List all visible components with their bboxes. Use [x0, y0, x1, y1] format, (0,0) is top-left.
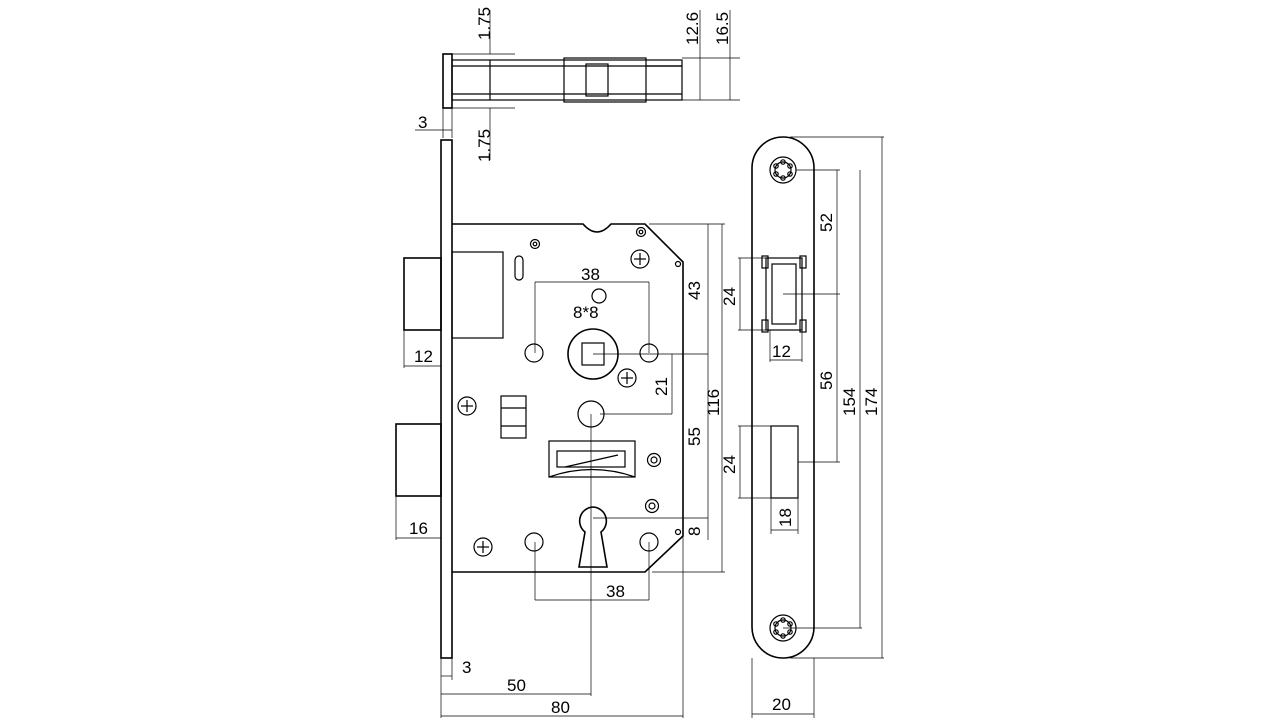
strike-plate-view: [738, 136, 884, 718]
dim-strike-174: 174: [862, 388, 881, 416]
screw-icon: [457, 396, 477, 416]
deadbolt-mechanism: [548, 440, 636, 478]
dim-strike-154: 154: [840, 388, 859, 416]
dim-offset-21: 21: [652, 377, 671, 396]
deadbolt: [395, 423, 442, 497]
dim-spindle-square: 8*8: [573, 303, 599, 322]
slot: [514, 255, 524, 281]
strike-plate: [751, 136, 815, 659]
latch-body: [451, 251, 504, 339]
dim-top-b: 1.75: [475, 129, 494, 162]
latch: [403, 257, 442, 331]
dimension-labels: 1.75 1.75 3 12.6 16.5 12 16 38 8*8 38 43…: [409, 7, 881, 717]
dim-backset: 50: [507, 676, 526, 695]
dim-small-8: 8: [685, 527, 704, 536]
dim-top-d: 12.6: [683, 12, 702, 45]
top-view-bolt-block: [563, 57, 647, 103]
dim-faceplate-thickness: 3: [462, 658, 471, 677]
dim-strike-12: 12: [772, 342, 791, 361]
torx-screw-icon: [769, 156, 797, 184]
dim-spindle-spacing: 38: [581, 265, 600, 284]
faceplate: [440, 139, 453, 659]
lock-case: [452, 223, 684, 573]
dim-strike-56: 56: [817, 371, 836, 390]
dim-keyhole-spacing: 38: [606, 582, 625, 601]
screw-icon: [630, 249, 650, 269]
top-view-faceplate: [442, 53, 453, 109]
bolt-tab: [500, 395, 527, 439]
dim-strike-18: 18: [776, 508, 795, 527]
dim-backset-upper: 43: [685, 281, 704, 300]
screw-icon: [617, 368, 637, 388]
dim-case-depth: 80: [551, 698, 570, 717]
bolt-opening: [770, 425, 799, 499]
dim-strike-width: 20: [772, 695, 791, 714]
dim-height-116: 116: [704, 389, 723, 416]
top-view: [415, 10, 740, 160]
top-view-case: [451, 59, 683, 101]
dim-distance-55: 55: [685, 427, 704, 446]
keyhole: [578, 506, 608, 568]
dim-latch-width: 12: [414, 347, 433, 366]
dim-top-e: 16.5: [713, 12, 732, 45]
dim-bolt-width: 16: [409, 519, 428, 538]
dim-strike-24b: 24: [720, 455, 739, 474]
screw-icon: [473, 537, 493, 557]
dim-strike-52: 52: [817, 213, 836, 232]
front-view: [395, 139, 725, 718]
dim-top-a: 1.75: [475, 7, 494, 40]
dim-strike-24a: 24: [720, 287, 739, 306]
dim-top-c: 3: [418, 113, 427, 132]
